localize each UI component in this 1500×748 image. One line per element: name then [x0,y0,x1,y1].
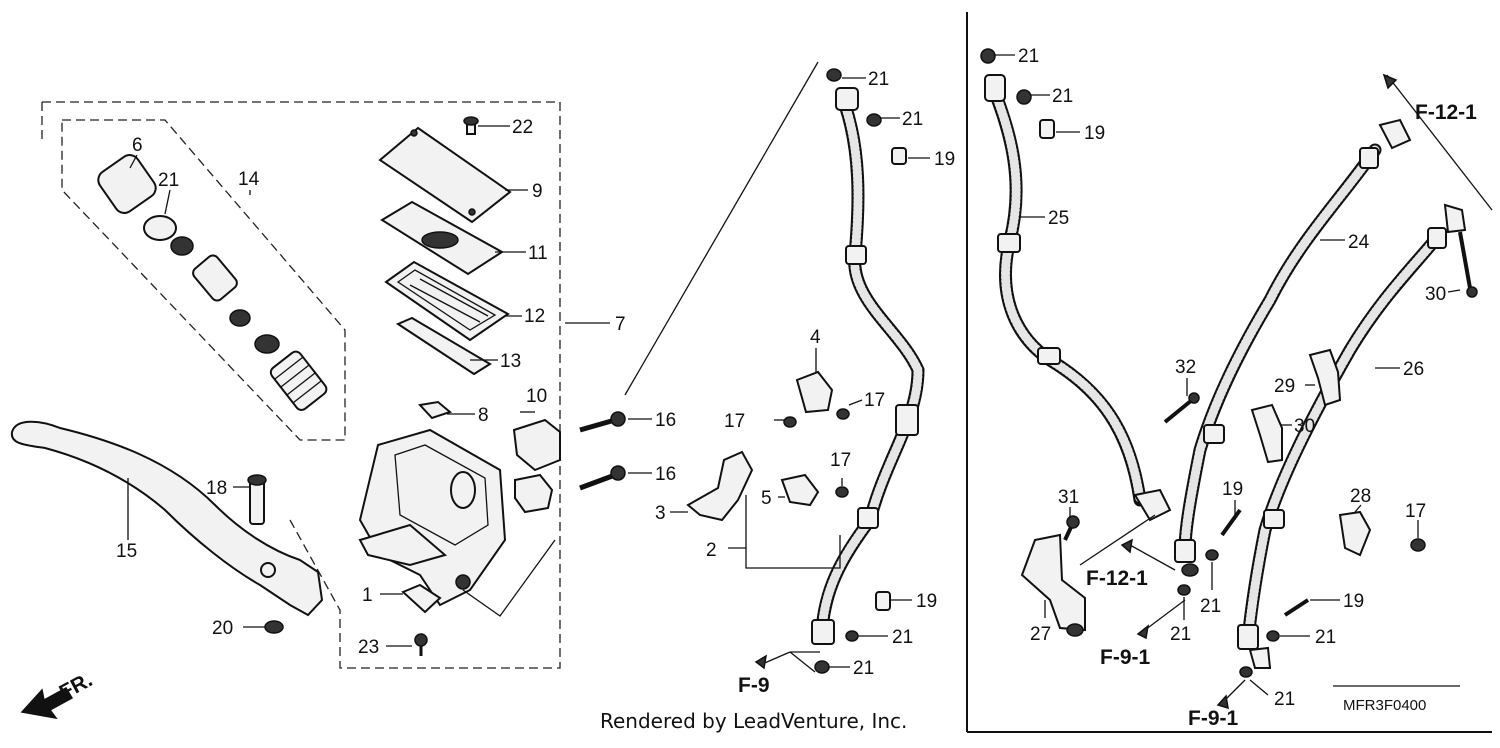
callout-2: 2 [706,540,717,561]
callout-21e: 21 [1018,46,1039,67]
leader-lines-middle [670,77,930,673]
callout-27: 26 [1403,359,1424,380]
front-direction-arrow: FR. [20,668,96,720]
master-cylinder-body [358,428,507,607]
hose-26 [980,48,1172,522]
diaphragm-plate [395,316,492,376]
callout-labels: 1 2 3 4 5 6 7 8 9 10 11 12 13 14 15 16 1… [116,46,1446,710]
ref-f91-b: F-9-1 [1188,707,1238,730]
callout-1: 1 [362,585,373,606]
callout-14: 14 [238,169,260,190]
callout-30b: 30 [1294,416,1315,437]
middle-brake-hose [811,68,925,674]
callout-21f: 21 [1052,86,1073,107]
reservoir-cap [378,126,512,224]
cap-screw [463,116,479,135]
callout-21a: 21 [868,69,889,90]
callout-19b: 19 [1084,123,1105,144]
piston-kit [97,154,328,411]
callout-11: 11 [528,243,548,264]
hose-bracket-3-5 [686,450,849,522]
callout-12: 12 [524,306,545,327]
credit-text: Rendered by LeadVenture, Inc. [600,709,907,733]
callout-33: 32 [1175,357,1196,378]
callout-19a: 19 [934,149,955,170]
callout-22: 21 [158,170,179,191]
callout-29: 28 [1350,486,1371,507]
leader-lines-left [127,61,819,647]
callout-6: 6 [132,135,143,156]
callout-21c: 21 [892,627,913,648]
small-parts-8-1-24 [401,400,453,656]
reference-labels: F-9 F-9-1 F-9-1 F-12-1 F-12-1 [738,101,1477,730]
ref-f91-a: F-9-1 [1100,646,1150,669]
callout-21h: 21 [1170,624,1191,645]
callout-15: 15 [116,541,137,562]
callout-3: 3 [655,503,666,524]
lever-pivot-nut [264,620,284,634]
hose-25 [1174,118,1412,577]
hose-clamp-4 [783,370,850,428]
callout-16a: 16 [655,410,676,431]
hose-27 [1237,203,1478,669]
reference-arrows [1120,73,1398,710]
lever-pivot-bolt [247,474,267,525]
callout-4: 4 [810,327,821,348]
callout-31: 30 [1425,284,1446,305]
callout-21b: 21 [902,109,923,130]
callout-7: 7 [615,314,626,335]
ref-f121-a: F-12-1 [1086,567,1148,590]
callout-19c: 19 [916,591,937,612]
callout-17a: 17 [724,411,745,432]
callout-13: 13 [500,351,521,372]
ref-f9: F-9 [738,674,770,697]
holder-bolts [579,411,626,491]
callout-10: 10 [526,386,547,407]
holder-clamp [512,418,561,514]
leader-lines-right [995,54,1493,701]
image-code: MFR3F0400 [1343,697,1426,714]
callout-23: 22 [512,117,533,138]
callout-5: 5 [761,488,772,509]
ref-f121-b: F-12-1 [1415,101,1477,124]
callout-17d: 17 [1405,501,1426,522]
callout-21j: 21 [1274,689,1295,710]
callout-9: 9 [532,181,543,202]
callout-26: 25 [1048,208,1069,229]
callout-17c: 17 [830,450,851,471]
f9-arrow [754,654,768,670]
callout-28: 27 [1030,624,1051,645]
callout-20: 20 [212,618,233,639]
callout-19e: 19 [1343,591,1364,612]
callout-19d: 19 [1222,479,1243,500]
callout-16b: 16 [655,464,676,485]
callout-21g: 21 [1200,596,1221,617]
callout-30a: 29 [1274,376,1295,397]
callout-25: 24 [1348,232,1370,253]
master-cylinder-assembly-box [41,101,561,669]
callout-8: 8 [478,405,489,426]
callout-21d: 21 [853,658,874,679]
callout-24: 23 [358,637,379,658]
callout-18: 18 [206,478,227,499]
callout-21i: 21 [1315,627,1336,648]
reservoir-diaphragm [384,260,510,342]
callout-32: 31 [1058,487,1079,508]
right-panel-frame [966,12,1492,733]
right-small-parts [1020,348,1426,678]
brake-lever [10,420,324,617]
callout-17b: 17 [864,390,885,411]
